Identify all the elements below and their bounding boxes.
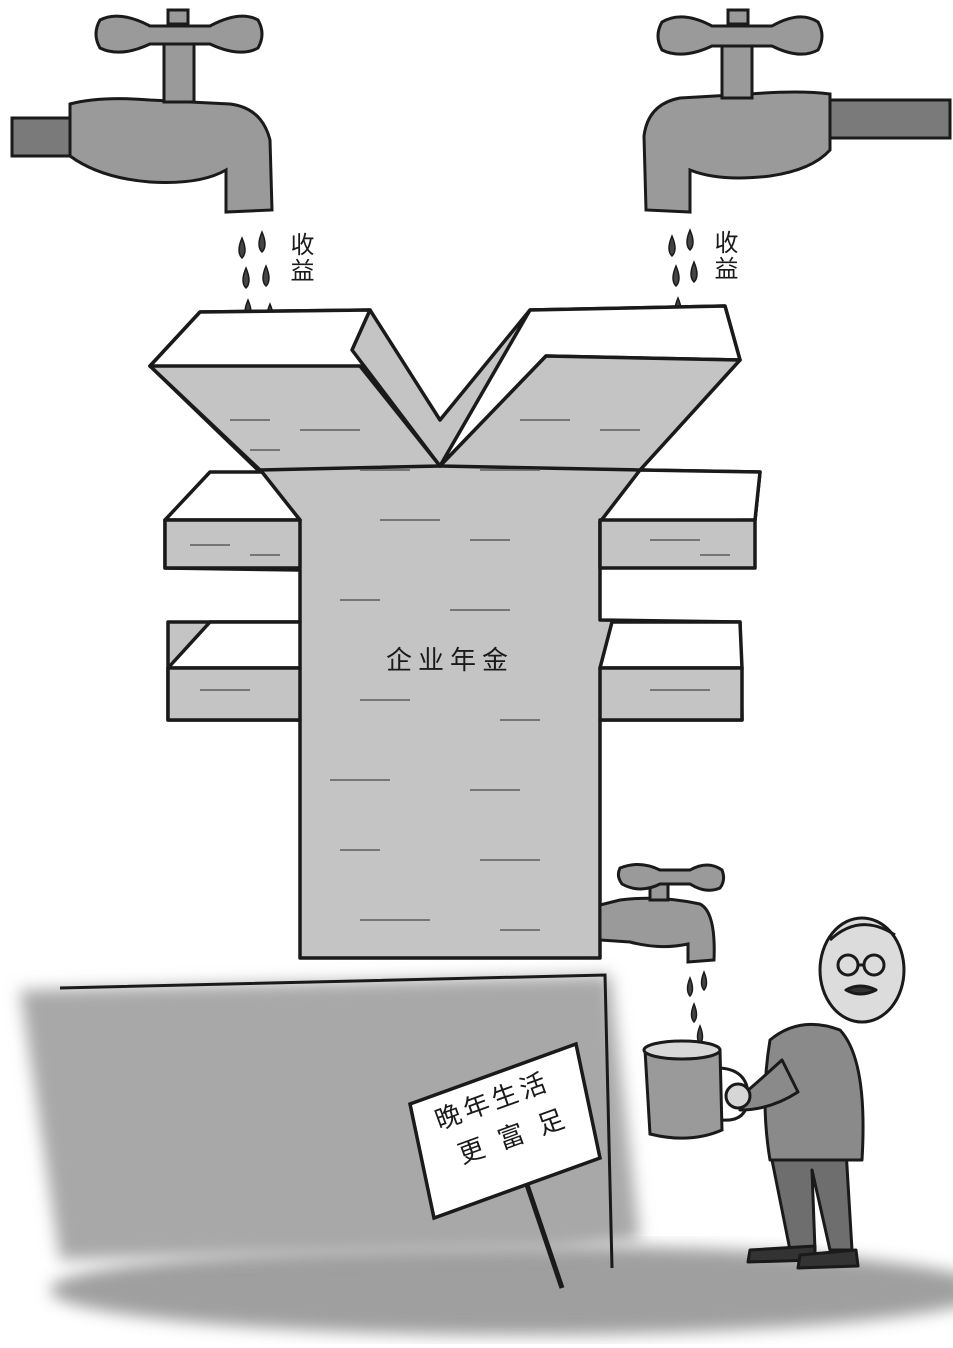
old-man-figure (724, 916, 906, 1270)
right-tap-label: 收益 (710, 230, 738, 282)
drops-lower-icon (686, 970, 708, 1046)
water-texture (190, 419, 730, 931)
left-faucet-icon (10, 8, 274, 214)
yuan-label: 企业年金 (386, 646, 515, 676)
sign-board (407, 1041, 603, 1289)
lower-faucet-icon (598, 863, 726, 964)
mug-icon (642, 1039, 750, 1140)
left-tap-label: 收益 (286, 232, 314, 284)
yuan-tank (148, 304, 762, 960)
ground-shadow (50, 1245, 953, 1335)
right-faucet-icon (642, 8, 952, 214)
